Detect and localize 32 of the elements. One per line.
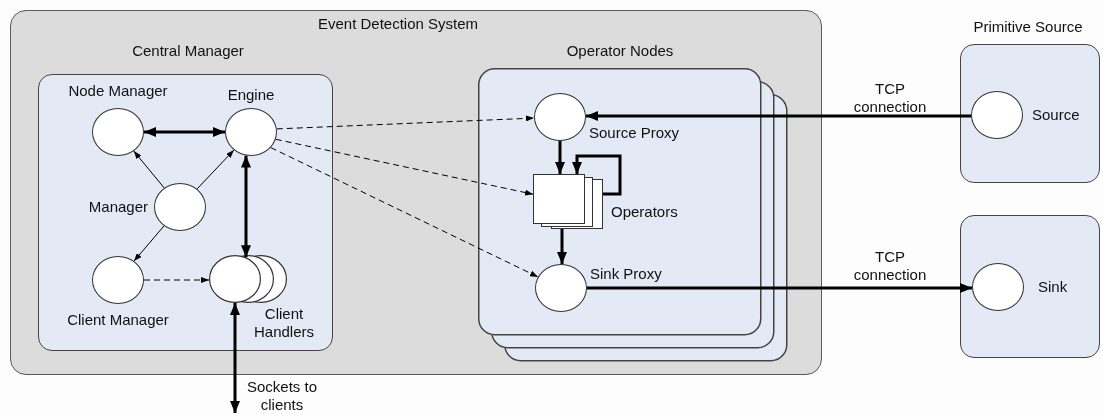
node-label: Source	[1032, 106, 1081, 124]
node-label: Source Proxy	[589, 124, 681, 142]
arrow	[196, 149, 235, 190]
node-label: Node Manager	[67, 82, 169, 100]
dashed-arrow	[275, 138, 534, 196]
arrow	[241, 155, 251, 258]
edge-label: Sockets to clients	[245, 378, 318, 414]
node-label: Engine	[226, 86, 276, 104]
edge-label: TCP connection	[852, 248, 928, 284]
arrow	[555, 141, 565, 174]
group-heading: Central Manager	[131, 42, 245, 60]
group-heading: Event Detection System	[316, 15, 480, 33]
arrow	[586, 111, 971, 121]
arrow	[572, 154, 622, 196]
arrow	[587, 283, 972, 293]
dashed-arrow	[270, 147, 539, 278]
arrow	[133, 225, 165, 262]
dashed-arrow	[143, 277, 210, 283]
group-heading: Operator Nodes	[565, 42, 675, 60]
node-label: Sink Proxy	[590, 265, 663, 283]
node-label: Sink	[1038, 278, 1069, 296]
dashed-arrow	[276, 115, 535, 130]
arrow	[133, 150, 165, 189]
node-label: Operators	[611, 203, 679, 221]
group-heading: Primitive Source	[972, 18, 1084, 36]
node-label: Client Manager	[66, 311, 170, 329]
edge-label: TCP connection	[852, 80, 928, 116]
arrow	[144, 127, 225, 137]
arrow	[557, 229, 567, 264]
node-label: Client Handlers	[253, 305, 315, 341]
node-label: Manager	[87, 198, 148, 216]
arrow	[230, 303, 240, 413]
